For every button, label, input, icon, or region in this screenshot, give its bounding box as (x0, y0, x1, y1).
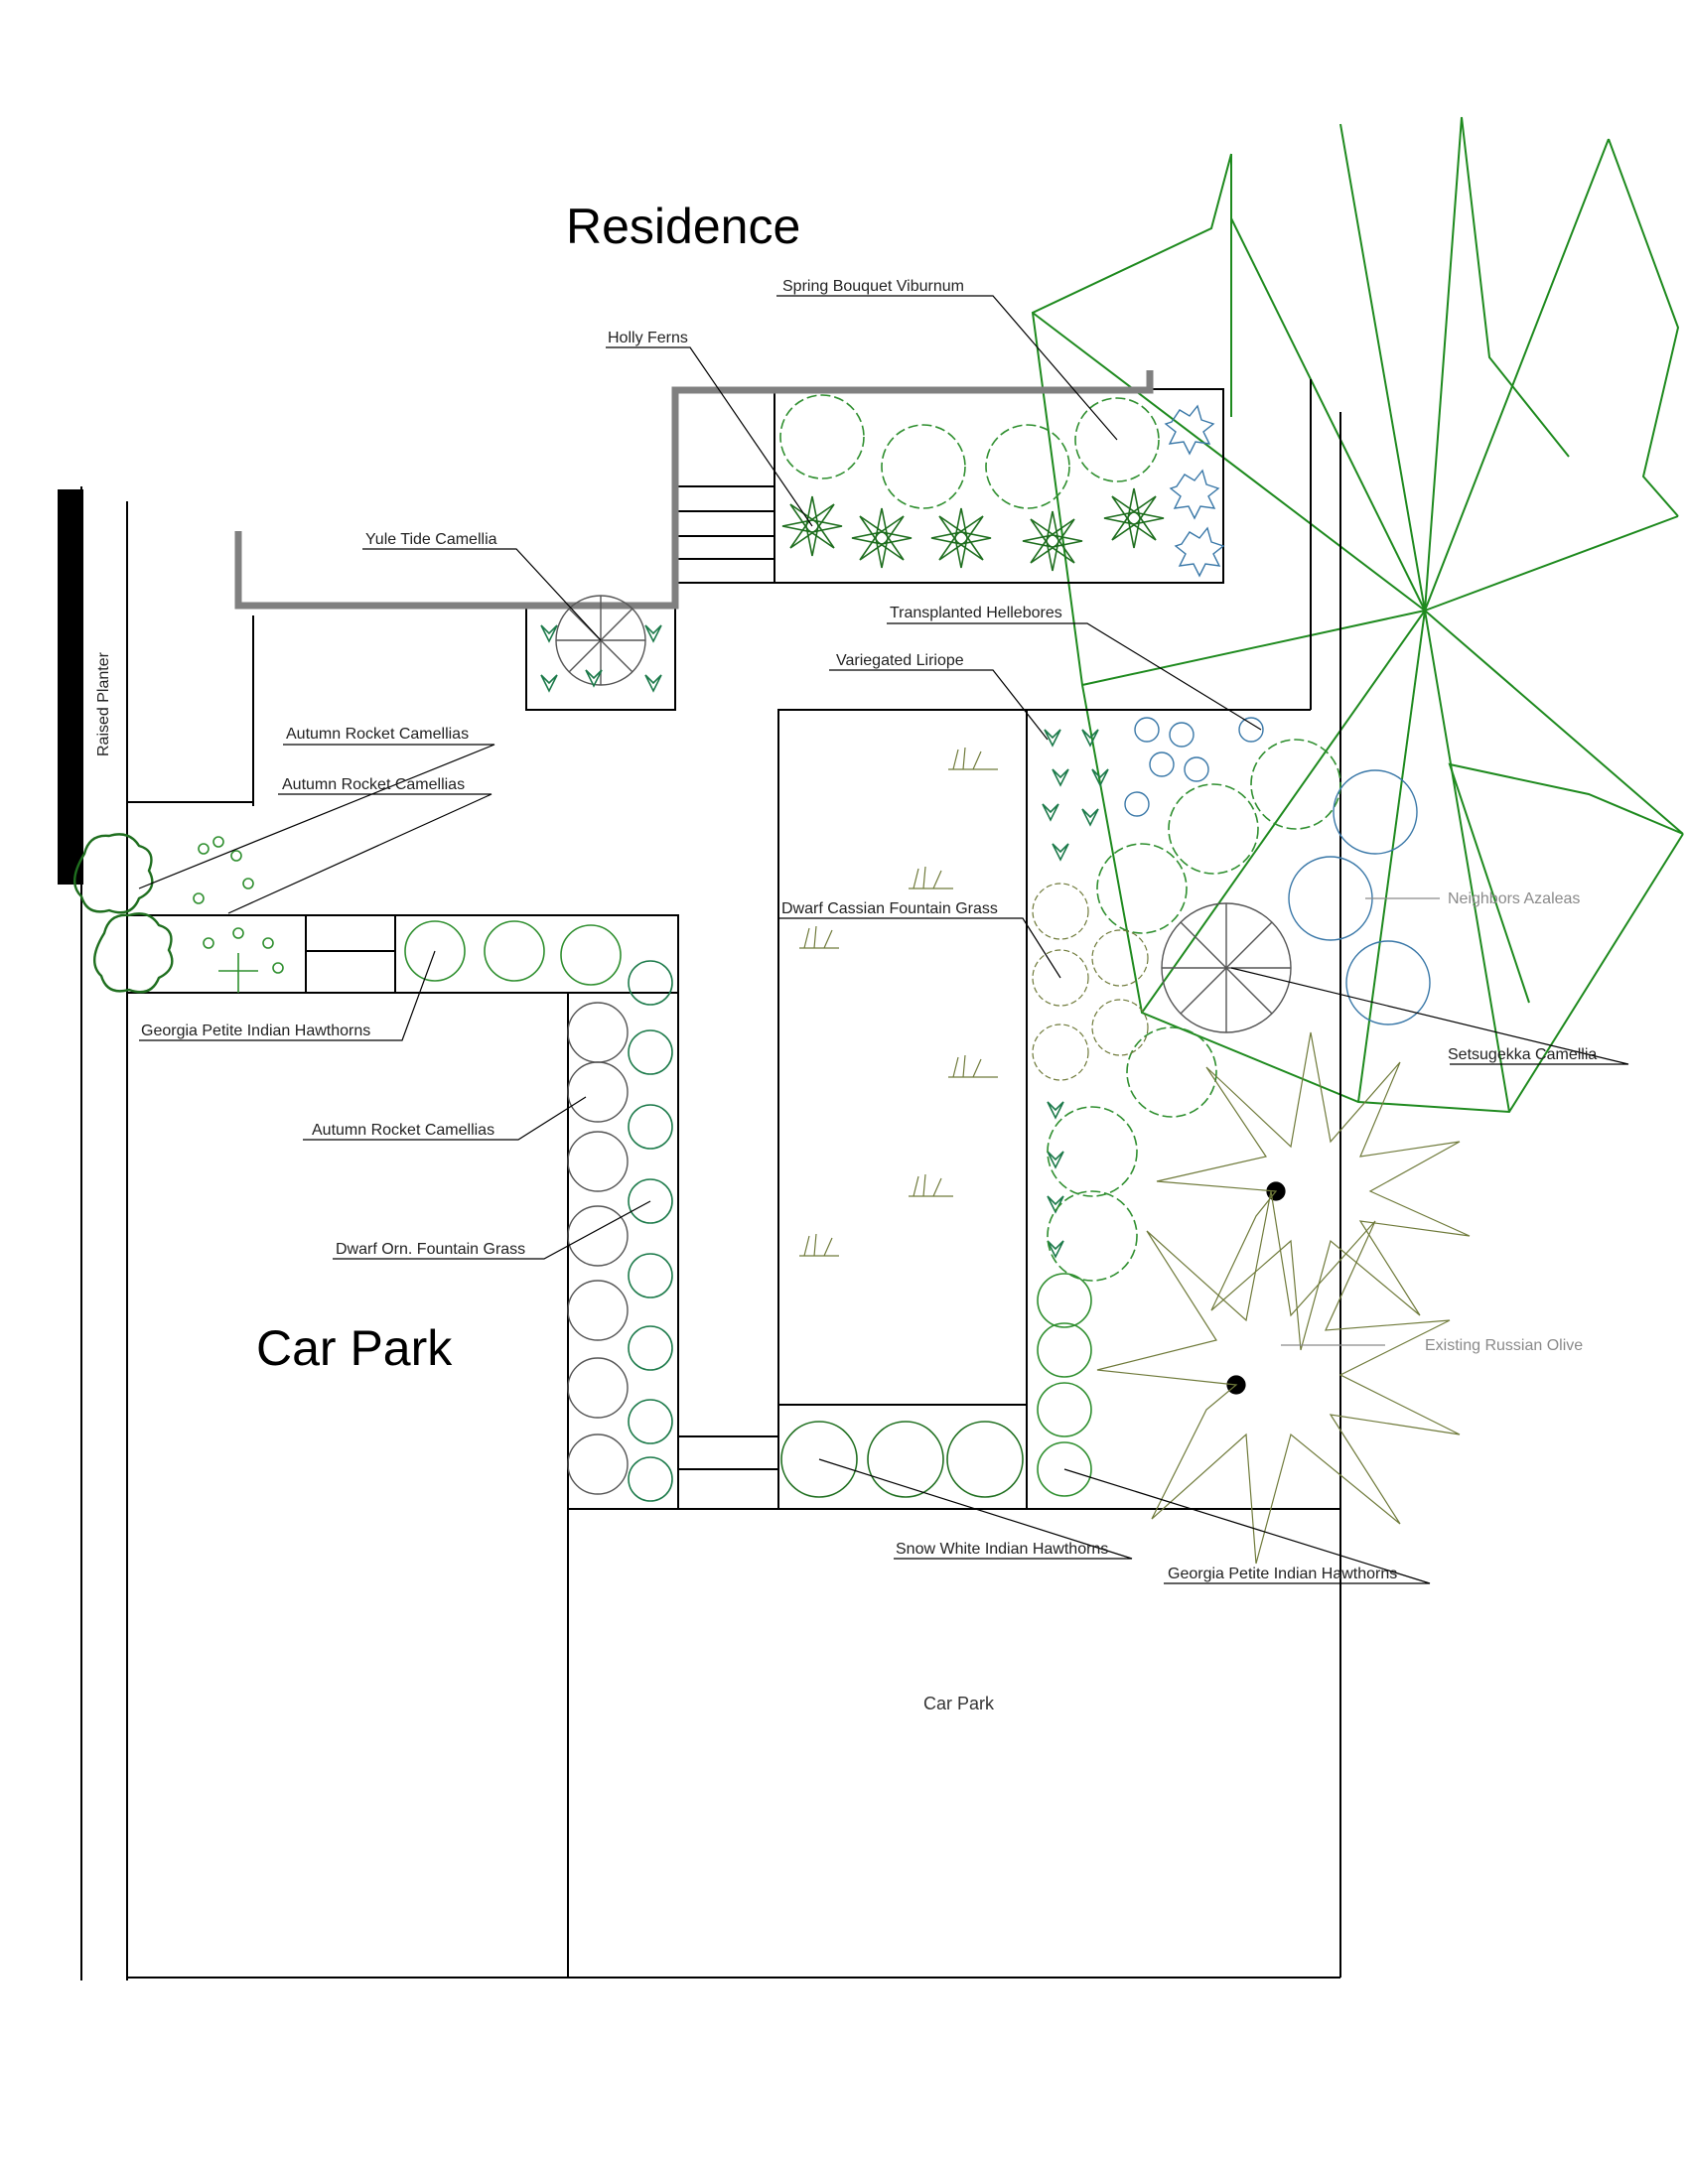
car-park-left-label: Car Park (256, 1320, 453, 1376)
dwarf-orn-label: Dwarf Orn. Fountain Grass (336, 1241, 525, 1258)
autumn-rocket-label-1: Autumn Rocket Camellias (286, 726, 469, 743)
georgia-petite-label-2: Georgia Petite Indian Hawthorns (1168, 1566, 1397, 1582)
autumn-rocket-camellia-corner (73, 833, 174, 994)
transplanted-hellebores-label: Transplanted Hellebores (890, 605, 1062, 621)
yule-tide-liriope-group (540, 624, 662, 693)
site-layout (58, 379, 1341, 1980)
dwarf-orn-fountain-grass-column (628, 960, 673, 1502)
snow-white-indian-hawthorns (780, 1421, 1024, 1498)
georgia-petite-hawthorns-left (404, 920, 622, 986)
neighbors-azaleas-group (1288, 769, 1431, 1025)
transplanted-hellebores-group (1124, 717, 1264, 817)
dwarf-cassian-fountain-grass-group (1032, 883, 1149, 1081)
holly-ferns-label: Holly Ferns (608, 330, 688, 346)
autumn-rocket-label-3: Autumn Rocket Camellias (312, 1122, 494, 1139)
existing-russian-olive-trees (1096, 1031, 1471, 1565)
autumn-rocket-label-2: Autumn Rocket Camellias (282, 776, 465, 793)
residence-label: Residence (566, 199, 800, 254)
georgia-petite-label-1: Georgia Petite Indian Hawthorns (141, 1023, 370, 1039)
holly-ferns-group (781, 487, 1165, 572)
existing-olive-label: Existing Russian Olive (1425, 1337, 1583, 1354)
overhanging-tree-canopy (1031, 116, 1684, 1114)
camellias-right-column (1047, 739, 1341, 1282)
spring-bouquet-label: Spring Bouquet Viburnum (782, 278, 964, 295)
georgia-petite-hawthorns-bottom (1037, 1273, 1092, 1497)
variegated-liriope-label: Variegated Liriope (836, 652, 964, 669)
snow-white-label: Snow White Indian Hawthorns (896, 1541, 1108, 1558)
spring-bouquet-viburnum-group (779, 394, 1160, 509)
lawn-grass-tufts (799, 747, 998, 1257)
autumn-rocket-camellias-column (567, 1002, 629, 1495)
autumn-rocket-camellia-shrubs (193, 836, 284, 993)
setsugekka-camellia-plant (1161, 902, 1292, 1033)
neighbors-azaleas-label: Neighbors Azaleas (1448, 890, 1580, 907)
setsugekka-label: Setsugekka Camellia (1448, 1046, 1597, 1063)
dwarf-cassian-label: Dwarf Cassian Fountain Grass (781, 900, 998, 917)
yule-tide-label: Yule Tide Camellia (365, 531, 497, 548)
leader-lines (138, 295, 1629, 1584)
residence-wall (234, 370, 1154, 610)
variegated-liriope-column (1042, 729, 1109, 1259)
hellebores-upper-group (1164, 404, 1225, 578)
car-park-bottom-label: Car Park (923, 1694, 995, 1713)
raised-planter-label: Raised Planter (95, 651, 112, 756)
